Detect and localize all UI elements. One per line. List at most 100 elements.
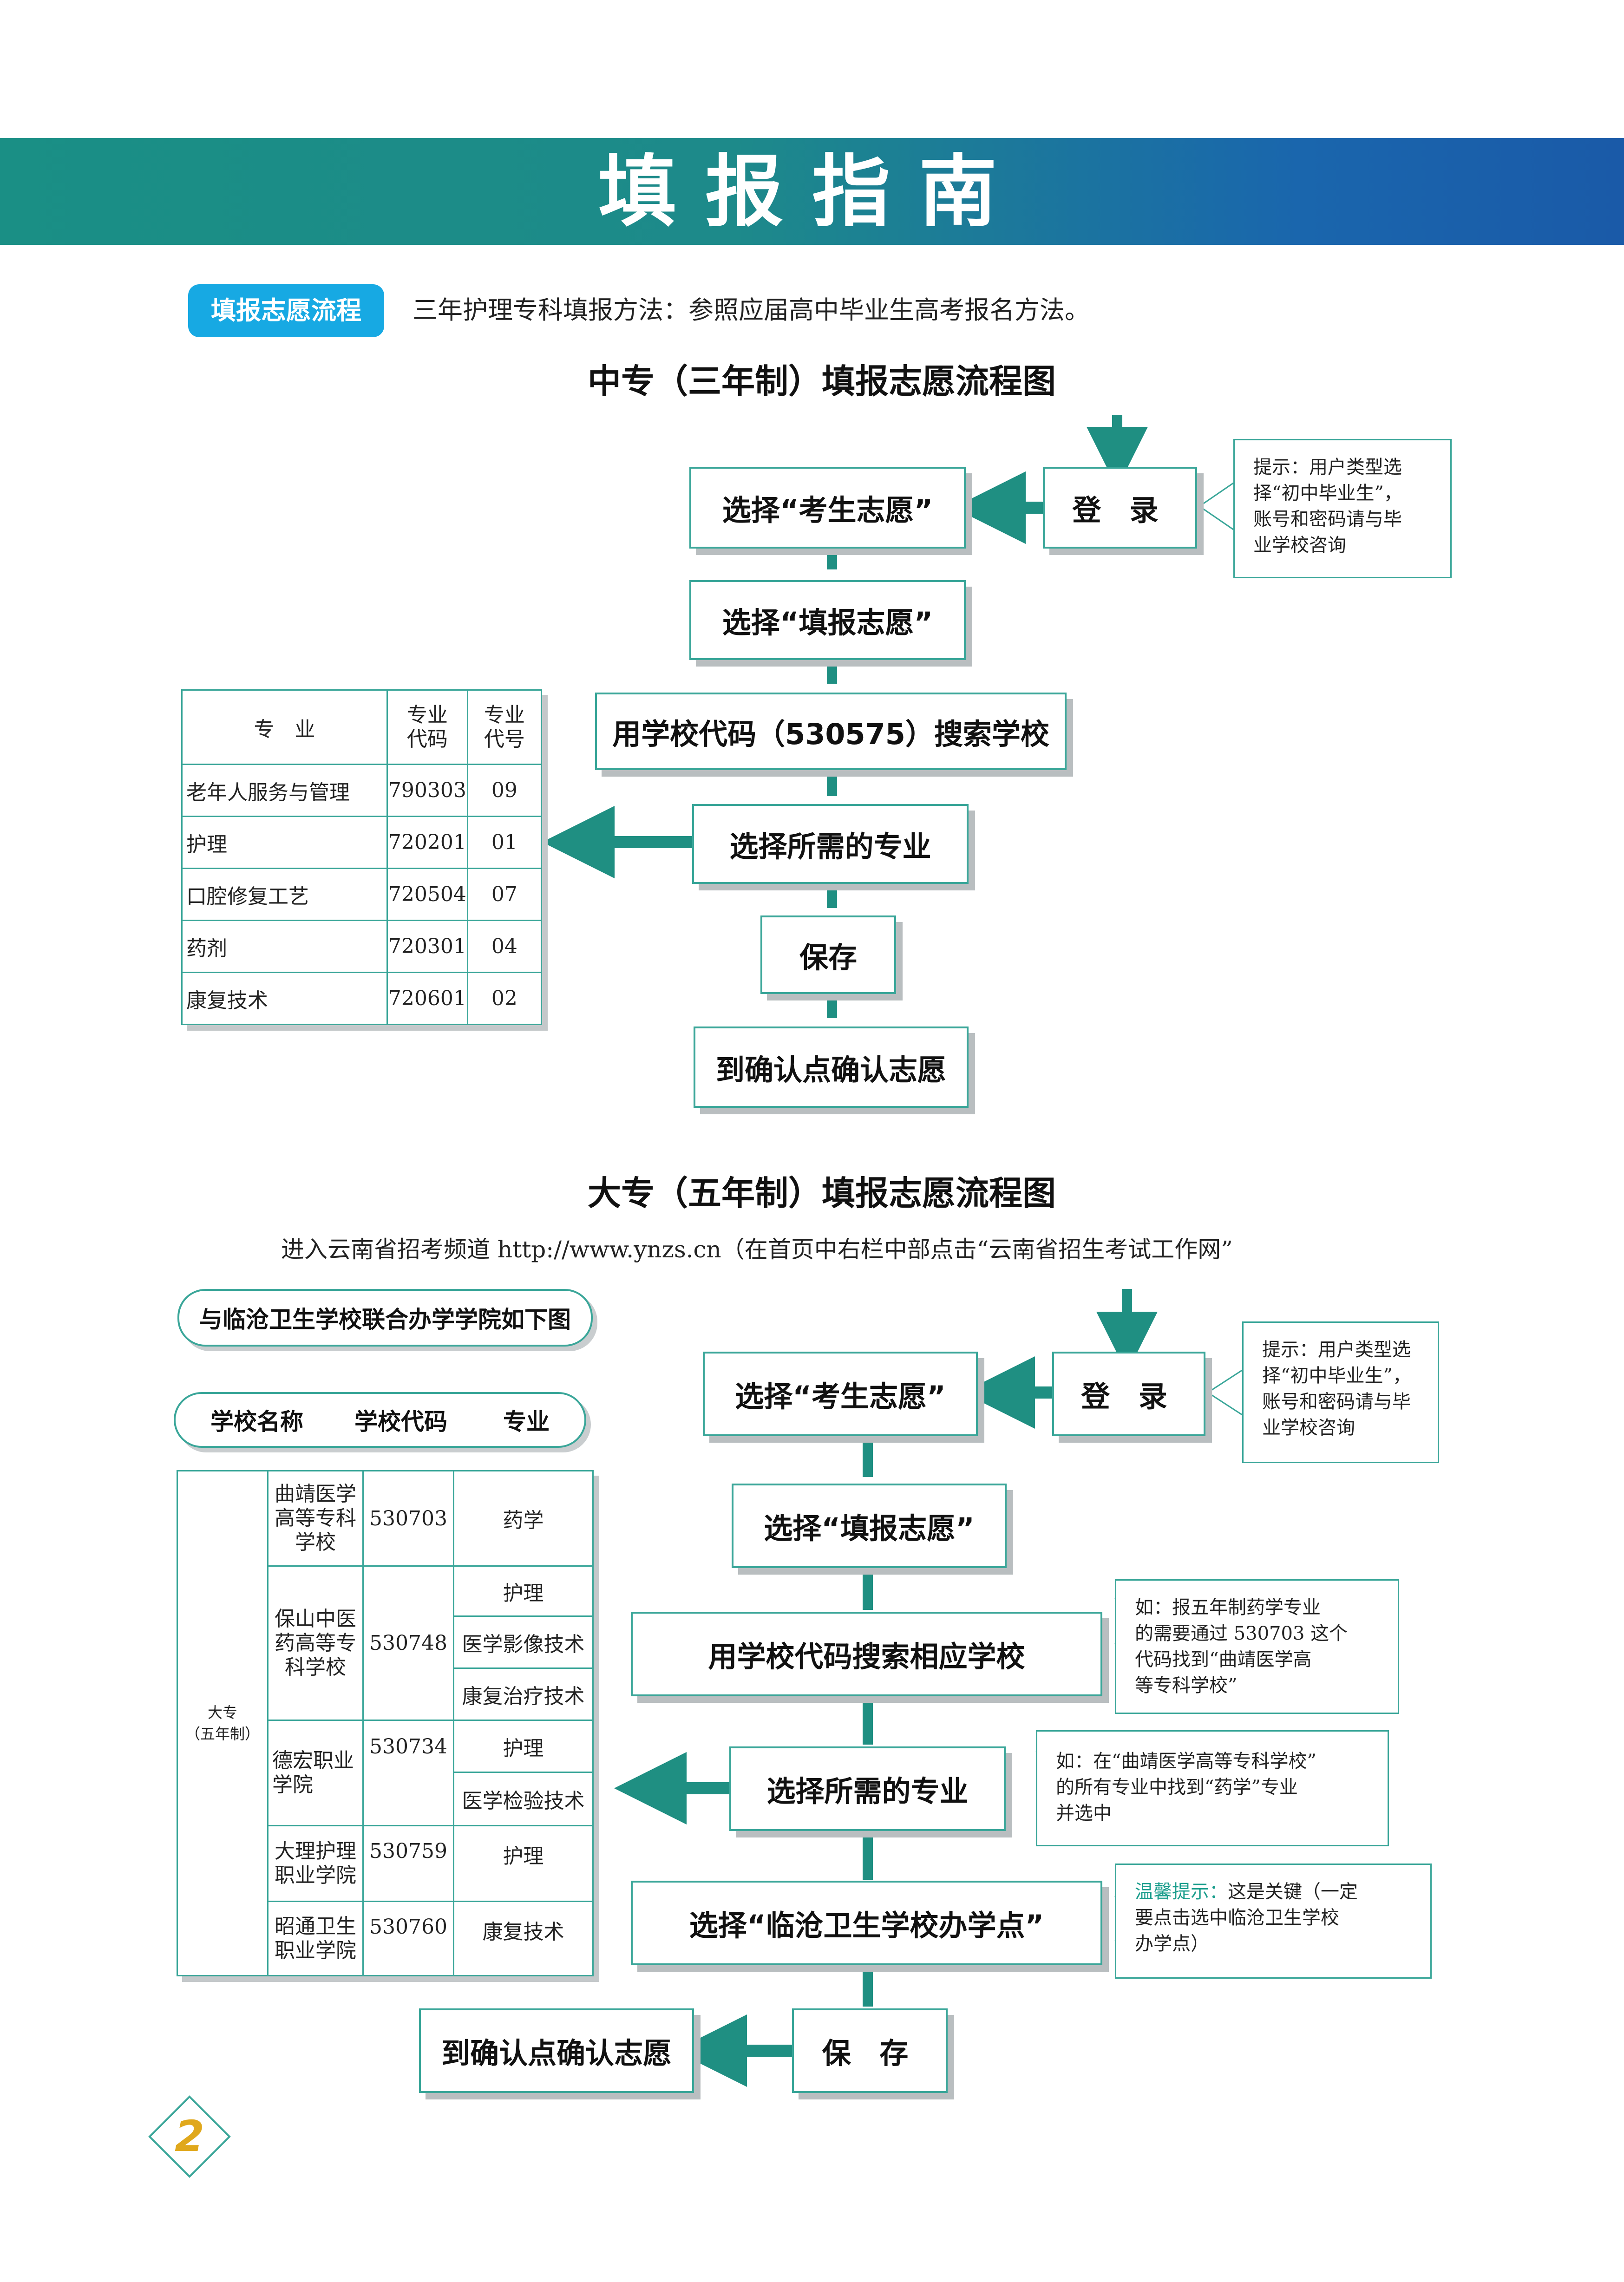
- note-line: 账号和密码请与毕: [1262, 1391, 1411, 1412]
- flow2-school-table: 大专 （五年制） 曲靖医学 高等专科 学校 530703 药学 保山中医 药高等…: [177, 1470, 594, 1976]
- school-major: 护理: [453, 1825, 594, 1902]
- major-name: 药剂: [181, 920, 388, 973]
- flow2-select-wish-step: 选择“考生志愿”: [703, 1352, 978, 1436]
- header-school-code: 学校代码: [354, 1408, 447, 1435]
- major-code: 720201: [386, 816, 468, 869]
- flow2-select-site-step: 选择“临沧卫生学校办学点”: [631, 1881, 1102, 1965]
- flow2-search-note: 如：报五年制药学专业 的需要通过 530703 这个 代码找到“曲靖医学高 等专…: [1115, 1579, 1399, 1714]
- flow2-login-step: 登 录: [1052, 1352, 1205, 1436]
- page-title: 填报指南: [598, 145, 1026, 237]
- flow1-select-wish-step: 选择“考生志愿”: [689, 467, 966, 549]
- flow1-search-school-step: 用学校代码（530575）搜索学校: [595, 693, 1067, 770]
- school-major: 康复治疗技术: [453, 1667, 594, 1721]
- flow1-save-step: 保存: [760, 915, 896, 994]
- table-header: 专 业: [181, 689, 388, 765]
- flow2-subtitle: 进入云南省招考频道 http://www.ynzs.cn（在首页中右栏中部点击“…: [281, 1236, 1233, 1263]
- table-row: 昭通卫生 职业学院 530760 康复技术: [177, 1901, 594, 1976]
- note-line: 提示：用户类型选: [1253, 457, 1402, 478]
- school-code: 530760: [362, 1901, 454, 1976]
- major-name: 口腔修复工艺: [181, 868, 388, 921]
- flow1-login-note: 提示：用户类型选 择“初中毕业生”， 账号和密码请与毕 业学校咨询: [1233, 439, 1452, 578]
- major-name: 护理: [181, 816, 388, 869]
- major-number: 01: [466, 816, 543, 869]
- note-line: 的需要通过 530703 这个: [1135, 1623, 1348, 1644]
- flow2-site-note: 温馨提示：这是关键（一定 要点击选中临沧卫生学校 办学点）: [1115, 1864, 1432, 1979]
- note-line: 如：在“曲靖医学高等专科学校”: [1056, 1751, 1316, 1772]
- school-code: 530734: [362, 1720, 454, 1826]
- diamond-icon: [148, 2095, 231, 2178]
- flow2-major-note: 如：在“曲靖医学高等专科学校” 的所有专业中找到“药学”专业 并选中: [1036, 1730, 1389, 1846]
- note-line: 并选中: [1056, 1803, 1112, 1824]
- note-line: 温馨提示：这是关键（一定: [1135, 1879, 1416, 1905]
- table-row: 医学影像技术: [177, 1615, 594, 1669]
- flow2-title: 大专（五年制）填报志愿流程图: [588, 1174, 1056, 1213]
- major-code: 720504: [386, 868, 468, 921]
- major-code: 790303: [386, 764, 468, 817]
- table-row: 大理护理 职业学院 530759 护理: [177, 1825, 594, 1902]
- major-number: 04: [466, 920, 543, 973]
- note-line: 择“初中毕业生”，: [1253, 483, 1402, 504]
- school-name: 昭通卫生 职业学院: [267, 1901, 364, 1976]
- category-cell: 大专 （五年制）: [177, 1470, 268, 1976]
- major-name: 康复技术: [181, 972, 388, 1025]
- flow1-select-fill-step: 选择“填报志愿”: [689, 580, 966, 660]
- table-row: 保山中医 药高等专 科学校 530748 护理: [177, 1565, 594, 1721]
- flow2-login-note: 提示：用户类型选 择“初中毕业生”， 账号和密码请与毕 业学校咨询: [1242, 1321, 1439, 1463]
- flow2-confirm-step: 到确认点确认志愿: [419, 2008, 694, 2093]
- note-line: 办学点）: [1135, 1933, 1209, 1955]
- note-line: 提示：用户类型选: [1262, 1339, 1411, 1360]
- school-major: 医学检验技术: [453, 1772, 594, 1826]
- school-code: 530759: [362, 1825, 454, 1902]
- note-line: 择“初中毕业生”，: [1262, 1365, 1411, 1386]
- flow1-confirm-step: 到确认点确认志愿: [694, 1027, 969, 1108]
- school-major: 康复技术: [453, 1901, 594, 1976]
- note-highlight: 温馨提示：: [1135, 1881, 1228, 1903]
- table-header: 专业 代码: [386, 689, 468, 765]
- flow1-login-step: 登 录: [1043, 467, 1197, 549]
- major-number: 09: [466, 764, 543, 817]
- school-name: 保山中医 药高等专 科学校: [267, 1565, 364, 1721]
- table-row: 德宏职业 学院 530734 护理: [177, 1720, 594, 1826]
- page-number-badge: 2: [148, 2095, 231, 2178]
- flow1-title: 中专（三年制）填报志愿流程图: [588, 362, 1056, 401]
- note-line: 要点击选中临沧卫生学校: [1135, 1907, 1339, 1929]
- flow2-select-major-step: 选择所需的专业: [729, 1746, 1006, 1831]
- note-line: 的所有专业中找到“药学”专业: [1056, 1777, 1298, 1798]
- table-header: 专业 代号: [466, 689, 543, 765]
- major-name: 老年人服务与管理: [181, 764, 388, 817]
- major-code: 720301: [386, 920, 468, 973]
- header-banner: [0, 138, 1624, 245]
- table-row: 医学检验技术: [177, 1772, 594, 1826]
- school-major: 药学: [453, 1470, 594, 1567]
- school-name: 德宏职业 学院: [267, 1720, 364, 1826]
- table-row: 口腔修复工艺 720504 07: [181, 868, 543, 921]
- school-table-header-bar: 学校名称 学校代码 专业: [174, 1392, 586, 1448]
- flow2-search-school-step: 用学校代码搜索相应学校: [631, 1612, 1102, 1696]
- school-name: 大理护理 职业学院: [267, 1825, 364, 1902]
- note-line: 业学校咨询: [1253, 535, 1346, 556]
- note-line: 代码找到“曲靖医学高: [1135, 1649, 1312, 1670]
- joint-schools-label: 与临沧卫生学校联合办学学院如下图: [177, 1289, 593, 1347]
- school-major: 护理: [453, 1720, 594, 1773]
- major-number: 02: [466, 972, 543, 1025]
- school-name: 曲靖医学 高等专科 学校: [267, 1470, 364, 1567]
- flow1-major-table: 专 业 专业 代码 专业 代号 老年人服务与管理 790303 09 护理 72…: [181, 689, 543, 1025]
- header-school-name: 学校名称: [210, 1408, 303, 1435]
- school-code: 530703: [362, 1470, 454, 1567]
- table-row: 大专 （五年制） 曲靖医学 高等专科 学校 530703 药学: [177, 1470, 594, 1976]
- note-line: 如：报五年制药学专业: [1135, 1597, 1321, 1618]
- flow2-save-step: 保 存: [792, 2008, 948, 2093]
- table-row: 药剂 720301 04: [181, 920, 543, 973]
- major-code: 720601: [386, 972, 468, 1025]
- page-number: 2: [174, 2112, 204, 2161]
- table-row: 老年人服务与管理 790303 09: [181, 764, 543, 817]
- table-row: 护理 720201 01: [181, 816, 543, 869]
- school-major: 护理: [453, 1565, 594, 1617]
- school-code: 530748: [362, 1565, 454, 1721]
- table-row: 康复治疗技术: [177, 1667, 594, 1721]
- process-badge: 填报志愿流程: [188, 284, 384, 337]
- header-major: 专业: [503, 1408, 550, 1435]
- flow1-select-major-step: 选择所需的专业: [692, 804, 969, 884]
- note-line: 账号和密码请与毕: [1253, 509, 1402, 530]
- major-number: 07: [466, 868, 543, 921]
